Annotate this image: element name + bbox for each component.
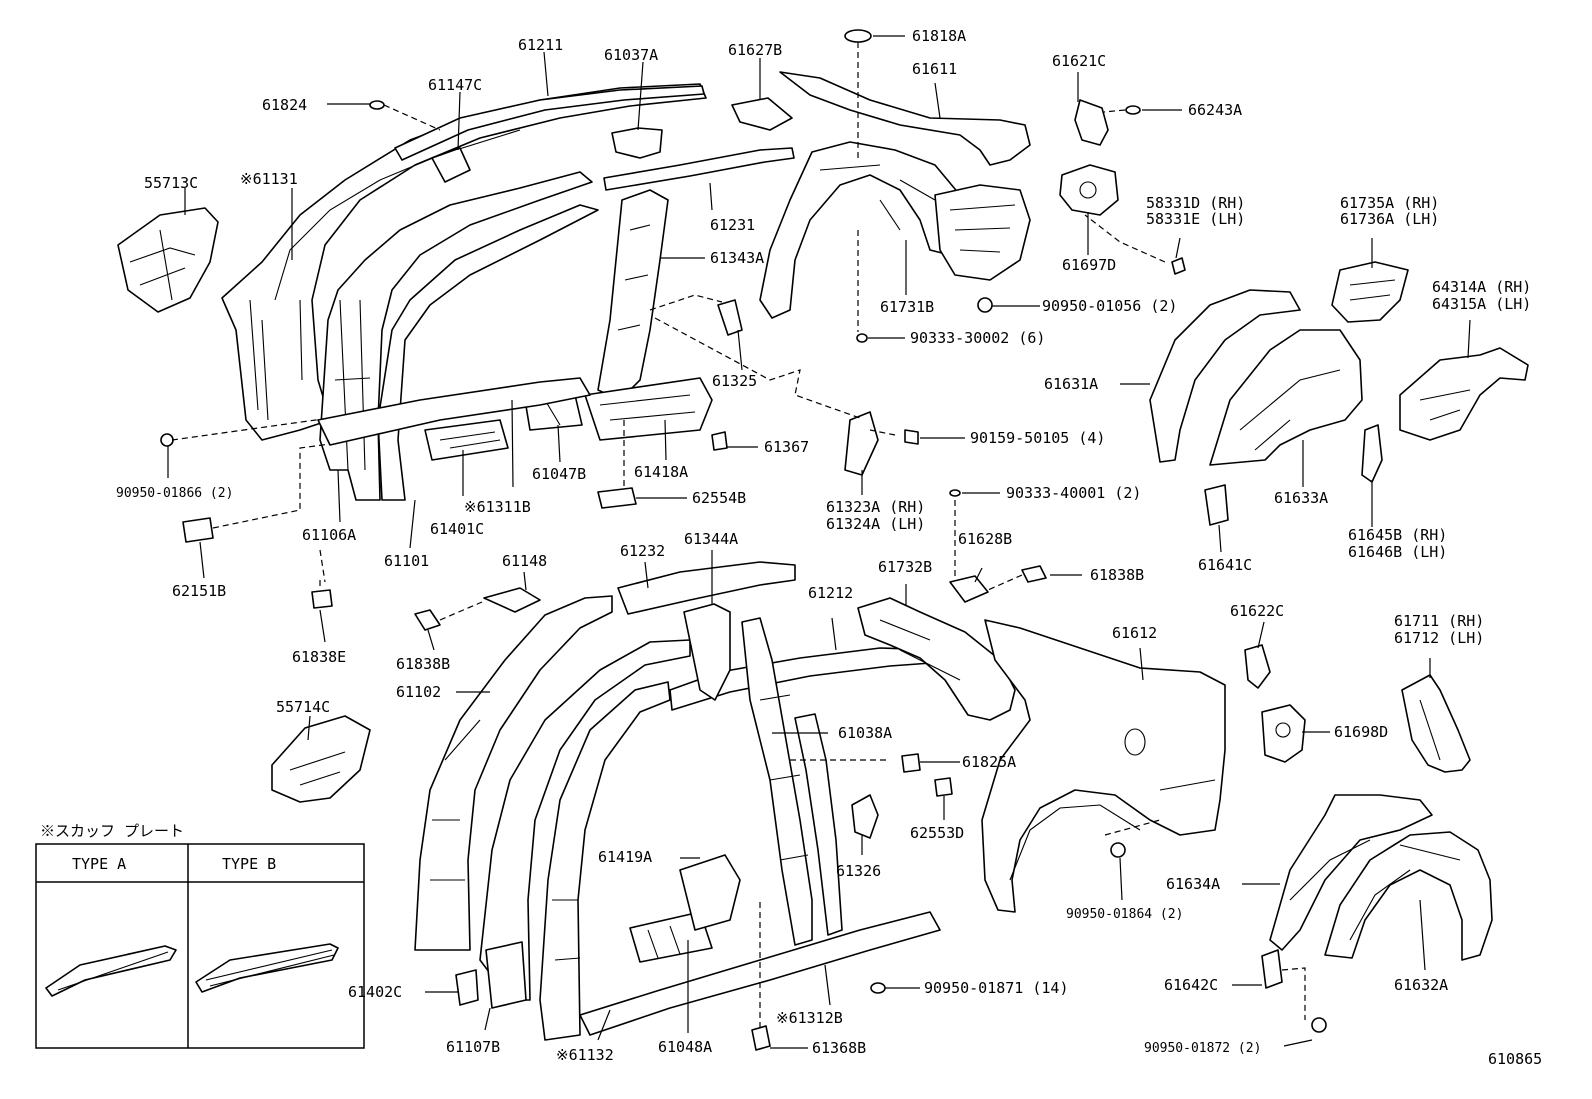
part-label-90333-30002: 90333-30002 (6) bbox=[910, 329, 1045, 347]
part-label-61838e: 61838E bbox=[292, 648, 346, 666]
part-label-55713c: 55713C bbox=[144, 174, 198, 192]
part-label-61612: 61612 bbox=[1112, 624, 1157, 642]
part-label-61132: ※61132 bbox=[556, 1046, 614, 1064]
part-label-61697d: 61697D bbox=[1062, 256, 1116, 274]
part-label-61147c: 61147C bbox=[428, 76, 482, 94]
part-label-61621c: 61621C bbox=[1052, 52, 1106, 70]
part-label-90950-01866: 90950-01866 (2) bbox=[116, 486, 233, 501]
part-label-61419a: 61419A bbox=[598, 848, 652, 866]
part-label-61632a: 61632A bbox=[1394, 976, 1448, 994]
inset-type-b-label: TYPE B bbox=[222, 855, 276, 873]
part-label-90159-50105: 90159-50105 (4) bbox=[970, 429, 1105, 447]
part-label-58331d: 58331D (RH) bbox=[1146, 194, 1245, 212]
part-label-61646b: 61646B (LH) bbox=[1348, 543, 1447, 561]
part-label-61825a: 61825A bbox=[962, 753, 1016, 771]
part-label-61312b: ※61312B bbox=[776, 1009, 843, 1027]
part-label-61645b: 61645B (RH) bbox=[1348, 526, 1447, 544]
part-label-61628b: 61628B bbox=[958, 530, 1012, 548]
part-label-61232: 61232 bbox=[620, 542, 665, 560]
part-label-90950-01056: 90950-01056 (2) bbox=[1042, 297, 1177, 315]
part-label-61037a: 61037A bbox=[604, 46, 658, 64]
part-label-55714c: 55714C bbox=[276, 698, 330, 716]
part-label-90950-01872: 90950-01872 (2) bbox=[1144, 1041, 1261, 1056]
part-label-61148: 61148 bbox=[502, 552, 547, 570]
part-label-61107b: 61107B bbox=[446, 1038, 500, 1056]
part-label-90333-40001: 90333-40001 (2) bbox=[1006, 484, 1141, 502]
part-label-61838b-upper: 61838B bbox=[1090, 566, 1144, 584]
part-label-61838b-lower: 61838B bbox=[396, 655, 450, 673]
part-label-62151b: 62151B bbox=[172, 582, 226, 600]
part-label-61634a: 61634A bbox=[1166, 875, 1220, 893]
part-label-61712: 61712 (LH) bbox=[1394, 629, 1484, 647]
part-label-61106a: 61106A bbox=[302, 526, 356, 544]
part-label-61102: 61102 bbox=[396, 683, 441, 701]
part-shapes bbox=[117, 29, 1529, 1051]
inset-type-a-label: TYPE A bbox=[72, 855, 126, 873]
part-label-61101: 61101 bbox=[384, 552, 429, 570]
part-label-61627b: 61627B bbox=[728, 41, 782, 59]
part-label-61038a: 61038A bbox=[838, 724, 892, 742]
part-label-61611: 61611 bbox=[912, 60, 957, 78]
part-label-61642c: 61642C bbox=[1164, 976, 1218, 994]
part-label-62553d: 62553D bbox=[910, 824, 964, 842]
part-label-90950-01871: 90950-01871 (14) bbox=[924, 979, 1069, 997]
part-label-61633a: 61633A bbox=[1274, 489, 1328, 507]
part-label-61622c: 61622C bbox=[1230, 602, 1284, 620]
part-label-61344a: 61344A bbox=[684, 530, 738, 548]
part-label-61326: 61326 bbox=[836, 862, 881, 880]
part-label-61401c: 61401C bbox=[430, 520, 484, 538]
part-label-61418a: 61418A bbox=[634, 463, 688, 481]
part-label-61343a: 61343A bbox=[710, 249, 764, 267]
part-label-61736a: 61736A (LH) bbox=[1340, 210, 1439, 228]
part-label-61323a: 61323A (RH) bbox=[826, 498, 925, 516]
part-label-90950-01864: 90950-01864 (2) bbox=[1066, 907, 1183, 922]
part-label-61698d: 61698D bbox=[1334, 723, 1388, 741]
part-label-64314a: 64314A (RH) bbox=[1432, 278, 1531, 296]
part-label-61631a: 61631A bbox=[1044, 375, 1098, 393]
part-label-61131: ※61131 bbox=[240, 170, 298, 188]
part-label-58331e: 58331E (LH) bbox=[1146, 210, 1245, 228]
part-label-61231: 61231 bbox=[710, 216, 755, 234]
part-label-61735a: 61735A (RH) bbox=[1340, 194, 1439, 212]
part-label-61048a: 61048A bbox=[658, 1038, 712, 1056]
part-labels: 61211 61037A 61627B 61818A 61611 61621C … bbox=[116, 27, 1542, 1068]
part-label-61311b: ※61311B bbox=[464, 498, 531, 516]
part-label-61324a: 61324A (LH) bbox=[826, 515, 925, 533]
part-label-61732b: 61732B bbox=[878, 558, 932, 576]
part-label-61711: 61711 (RH) bbox=[1394, 612, 1484, 630]
part-label-61402c: 61402C bbox=[348, 983, 402, 1001]
scuff-plate-inset: ※スカッフ プレート TYPE A TYPE B bbox=[35, 822, 365, 1049]
diagram-number: 610865 bbox=[1488, 1050, 1542, 1068]
inset-title: ※スカッフ プレート bbox=[40, 822, 184, 840]
part-label-61368b: 61368B bbox=[812, 1039, 866, 1057]
part-label-61731b: 61731B bbox=[880, 298, 934, 316]
part-label-66243a: 66243A bbox=[1188, 101, 1242, 119]
part-label-62554b: 62554B bbox=[692, 489, 746, 507]
part-label-64315a: 64315A (LH) bbox=[1432, 295, 1531, 313]
part-label-61212: 61212 bbox=[808, 584, 853, 602]
part-label-61818a: 61818A bbox=[912, 27, 966, 45]
part-label-61367: 61367 bbox=[764, 438, 809, 456]
part-label-61211: 61211 bbox=[518, 36, 563, 54]
part-label-61824: 61824 bbox=[262, 96, 307, 114]
leader-lines bbox=[167, 35, 1471, 1049]
part-label-61047b: 61047B bbox=[532, 465, 586, 483]
part-label-61641c: 61641C bbox=[1198, 556, 1252, 574]
part-label-61325: 61325 bbox=[712, 372, 757, 390]
